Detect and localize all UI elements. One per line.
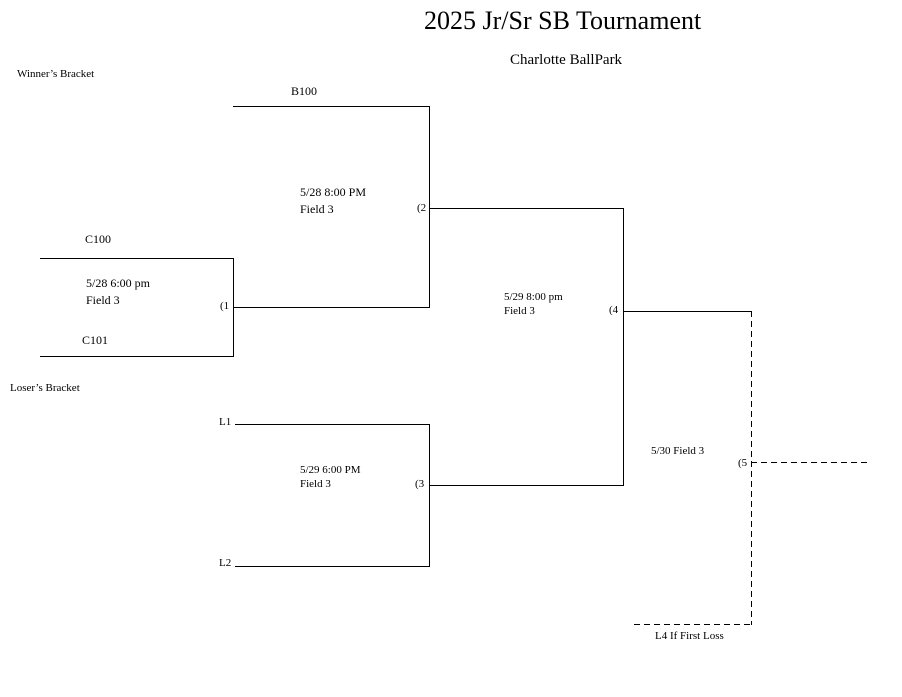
team-c100-label: C100 <box>85 232 112 246</box>
venue-subtitle: Charlotte BallPark <box>510 52 623 68</box>
page-title: 2025 Jr/Sr SB Tournament <box>424 6 702 35</box>
losers-bracket-label: Loser’s Bracket <box>10 382 80 394</box>
team-b100-label: B100 <box>291 84 318 98</box>
game2-date: 5/28 8:00 PM <box>300 185 367 199</box>
game2-field: Field 3 <box>300 202 334 216</box>
game1-date: 5/28 6:00 pm <box>86 276 151 290</box>
game4-date: 5/29 8:00 pm <box>504 291 563 303</box>
game1-field: Field 3 <box>86 293 120 307</box>
game1-number: (1 <box>220 300 230 312</box>
game3-field: Field 3 <box>300 478 331 490</box>
game3-number: (3 <box>415 478 425 490</box>
game4-number: (4 <box>609 304 619 316</box>
game5-number: (5 <box>738 457 748 469</box>
team-l4-label: L4 If First Loss <box>655 630 724 642</box>
game2-number: (2 <box>417 202 427 214</box>
winners-bracket-label: Winner’s Bracket <box>17 68 95 80</box>
team-c101-label: C101 <box>82 333 109 347</box>
game5-date-field: 5/30 Field 3 <box>651 445 705 457</box>
team-l2-label: L2 <box>219 557 232 569</box>
game4-field: Field 3 <box>504 305 535 317</box>
team-l1-label: L1 <box>219 416 232 428</box>
game3-date: 5/29 6:00 PM <box>300 464 361 476</box>
